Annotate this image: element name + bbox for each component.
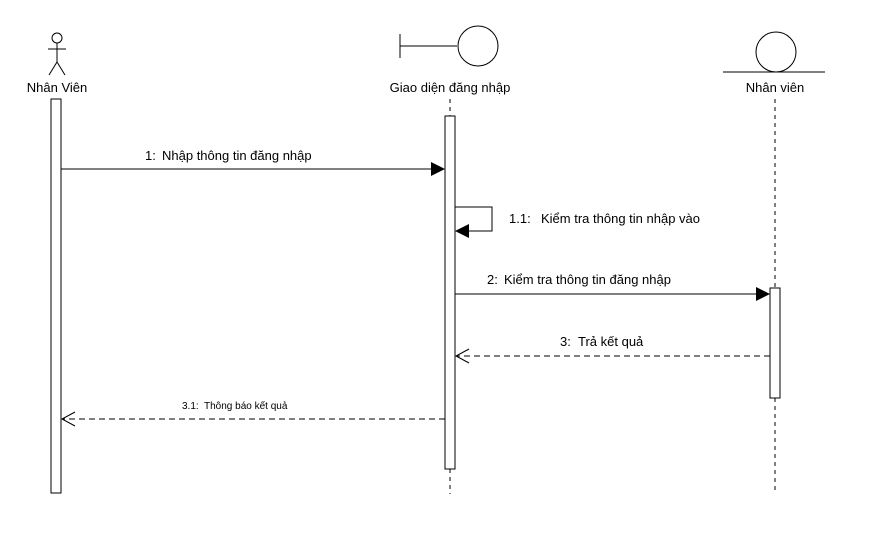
open-arrowhead-icon (60, 411, 76, 427)
message-number: 1.1: (509, 211, 531, 226)
message-3-1[interactable]: 3.1: Thông báo kết quả (60, 400, 445, 427)
activation-bar (444, 115, 456, 470)
message-1[interactable]: 1: Nhập thông tin đăng nhập (61, 148, 445, 176)
filled-arrowhead-icon (756, 287, 770, 301)
message-text: Trả kết quả (578, 334, 644, 349)
entity-nhan-vien[interactable]: Nhân viên (723, 31, 825, 95)
participant-label: Nhân Viên (27, 80, 87, 95)
message-3[interactable]: 3: Trả kết quả (454, 334, 770, 364)
message-1-1[interactable]: 1.1: Kiểm tra thông tin nhập vào (455, 206, 700, 238)
boundary-giao-dien-dang-nhap[interactable]: Giao diện đăng nhập (390, 25, 511, 95)
message-2[interactable]: 2: Kiểm tra thông tin đăng nhập (455, 272, 770, 301)
entity-icon (723, 31, 825, 73)
actor-nhan-vien[interactable]: Nhân Viên (27, 32, 87, 95)
participant-label: Nhân viên (746, 80, 805, 95)
message-number: 3: (560, 334, 571, 349)
boundary-icon (399, 25, 499, 67)
message-number: 2: (487, 272, 498, 287)
open-arrowhead-icon (454, 348, 470, 364)
filled-arrowhead-icon (455, 224, 469, 238)
filled-arrowhead-icon (431, 162, 445, 176)
activation-bar (769, 287, 781, 399)
message-text: Nhập thông tin đăng nhập (162, 148, 312, 163)
message-number: 3.1: (182, 401, 199, 412)
message-text: Kiểm tra thông tin nhập vào (541, 211, 700, 226)
message-text: Thông báo kết quả (204, 400, 288, 412)
participant-label: Giao diện đăng nhập (390, 80, 511, 95)
activation-bar (50, 98, 62, 494)
stick-figure-icon (48, 32, 66, 76)
message-text: Kiểm tra thông tin đăng nhập (504, 272, 671, 287)
message-number: 1: (145, 148, 156, 163)
